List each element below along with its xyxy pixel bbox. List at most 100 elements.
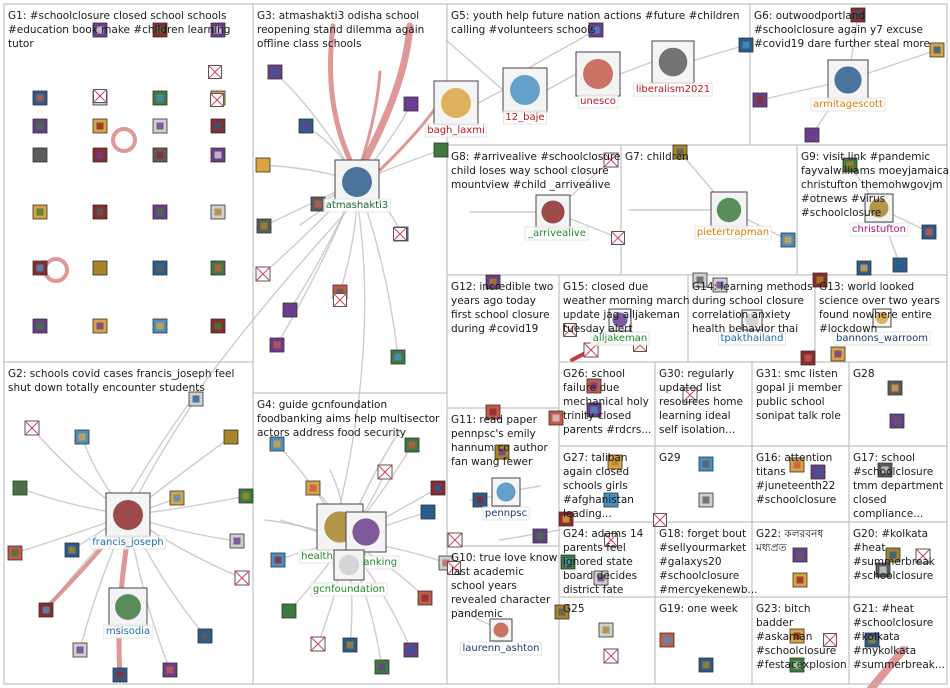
node-pietertrapman[interactable]: pietertrapman [694,191,772,240]
avatar-icon[interactable] [229,533,245,549]
avatar-icon[interactable] [32,90,48,106]
avatar-icon[interactable] [698,492,714,508]
avatar-icon[interactable] [800,350,816,366]
node-atmashakti3[interactable]: atmashakti3 [323,159,391,213]
avatar-icon[interactable] [152,147,168,163]
avatar-icon[interactable] [269,337,285,353]
avatar-icon[interactable] [234,570,250,586]
avatar-icon[interactable] [698,456,714,472]
node-pennpsc[interactable]: pennpsc [482,477,530,521]
node-armitagescott[interactable]: armitagescott [810,59,886,112]
avatar-icon[interactable] [32,204,48,220]
avatar-icon[interactable] [310,196,326,212]
avatar-icon[interactable] [611,231,625,245]
avatar-icon[interactable] [712,277,728,293]
avatar-icon[interactable] [255,266,271,282]
avatar-icon[interactable] [604,533,618,547]
avatar-icon[interactable] [447,561,461,575]
avatar-icon[interactable] [310,636,326,652]
avatar-icon[interactable] [485,274,501,290]
avatar-icon[interactable] [494,444,510,460]
avatar-icon[interactable] [789,457,805,473]
avatar-icon[interactable] [64,542,80,558]
avatar-icon[interactable] [38,602,54,618]
avatar-icon[interactable] [789,628,805,644]
avatar-icon[interactable] [672,144,688,160]
avatar-icon[interactable] [32,318,48,334]
avatar-icon[interactable] [850,7,866,23]
avatar-icon[interactable] [864,632,880,648]
node-alljakeman[interactable]: alljakeman [590,308,650,346]
avatar-icon[interactable] [32,147,48,163]
avatar-icon[interactable] [281,603,297,619]
avatar-icon[interactable] [842,157,858,173]
avatar-icon[interactable] [223,429,239,445]
avatar-icon[interactable] [586,378,602,394]
avatar-icon[interactable] [210,147,226,163]
avatar-icon[interactable] [152,22,168,38]
avatar-icon[interactable] [417,590,433,606]
avatar-icon[interactable] [447,532,463,548]
avatar-icon[interactable] [875,562,891,578]
avatar-icon[interactable] [72,642,88,658]
avatar-icon[interactable] [810,464,826,480]
avatar-icon[interactable] [804,127,820,143]
avatar-icon[interactable] [333,293,347,307]
avatar-icon[interactable] [92,260,108,276]
node-liberalism2021[interactable]: liberalism2021 [633,40,713,97]
avatar-icon[interactable] [885,547,901,563]
avatar-icon[interactable] [433,142,449,158]
avatar-icon[interactable] [588,22,604,38]
avatar-icon[interactable] [532,528,548,544]
avatar-icon[interactable] [915,548,931,564]
avatar-icon[interactable] [152,318,168,334]
avatar-icon[interactable] [32,118,48,134]
avatar-icon[interactable] [210,204,226,220]
node-foodbanking[interactable]: foodbanking [332,511,400,570]
avatar-icon[interactable] [210,93,224,107]
avatar-icon[interactable] [472,492,488,508]
avatar-icon[interactable] [603,648,619,664]
avatar-icon[interactable] [812,272,828,288]
avatar-icon[interactable] [598,622,614,638]
avatar-icon[interactable] [92,318,108,334]
avatar-icon[interactable] [393,227,407,241]
avatar-icon[interactable] [929,42,945,58]
avatar-icon[interactable] [607,454,623,470]
node-12-baje[interactable]: 12_baje [502,67,548,125]
avatar-icon[interactable] [430,480,446,496]
avatar-icon[interactable] [558,511,574,527]
avatar-icon[interactable] [485,404,501,420]
node--arrivealive[interactable]: _arrivealive [524,194,589,241]
avatar-icon[interactable] [197,628,213,644]
avatar-icon[interactable] [792,547,808,563]
avatar-icon[interactable] [208,65,222,79]
avatar-icon[interactable] [603,152,619,168]
avatar-icon[interactable] [269,436,285,452]
avatar-icon[interactable] [305,480,321,496]
avatar-icon[interactable] [583,342,599,358]
avatar-icon[interactable] [255,157,271,173]
avatar-icon[interactable] [780,232,796,248]
avatar-icon[interactable] [563,323,577,337]
avatar-icon[interactable] [659,632,675,648]
node-francis-joseph[interactable]: francis_joseph [89,492,167,550]
avatar-icon[interactable] [921,224,937,240]
avatar-icon[interactable] [74,429,90,445]
avatar-icon[interactable] [210,22,226,38]
avatar-icon[interactable] [789,657,805,673]
avatar-icon[interactable] [692,272,708,288]
avatar-icon[interactable] [169,490,185,506]
avatar-icon[interactable] [403,642,419,658]
avatar-icon[interactable] [92,204,108,220]
avatar-icon[interactable] [856,260,872,276]
avatar-icon[interactable] [188,391,204,407]
avatar-icon[interactable] [298,118,314,134]
avatar-icon[interactable] [603,492,619,508]
avatar-icon[interactable] [554,604,570,620]
avatar-icon[interactable] [593,570,609,586]
avatar-icon[interactable] [256,218,272,234]
avatar-icon[interactable] [24,420,40,436]
avatar-icon[interactable] [560,554,576,570]
avatar-icon[interactable] [92,22,108,38]
